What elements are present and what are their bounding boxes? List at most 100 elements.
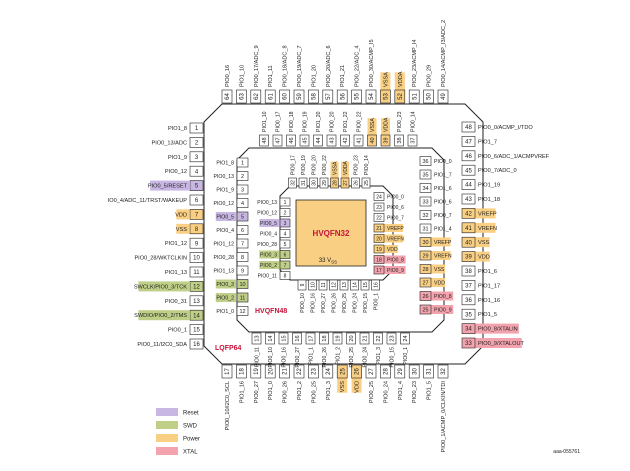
pin-label: PIO1_17 <box>478 283 500 289</box>
mid-pin-8: 8 PIO0_28 <box>214 252 249 262</box>
pin-number: 30 <box>422 240 428 246</box>
pin-box <box>461 251 476 262</box>
inner-pin-29: 29 PIO0_22 <box>319 155 329 189</box>
pin-number: 19 <box>376 247 382 253</box>
pin-box <box>279 229 291 238</box>
pin-box <box>373 265 385 275</box>
pin-box <box>326 134 337 147</box>
pin-highlight <box>367 118 377 135</box>
pin-label: PIO0_4 <box>216 228 234 234</box>
pin-box <box>189 295 204 307</box>
pin-label: PIO0_25 <box>342 293 348 313</box>
pin-box <box>380 89 391 104</box>
pin-box <box>461 265 476 277</box>
pin-number: 18 <box>322 335 328 341</box>
pin-box <box>373 192 385 201</box>
pin-number: 19 <box>254 368 260 375</box>
pin-number: 23 <box>376 205 382 211</box>
pin-highlight <box>138 310 189 321</box>
outer-pin-50: 50 PIO0_29 <box>423 65 434 104</box>
pin-number: 3 <box>195 155 199 161</box>
pin-label: PIO0_23/ACMP_I4 <box>412 39 418 87</box>
pin-box <box>319 177 329 189</box>
pin-label: PIO0_7 <box>387 215 404 221</box>
pin-label: PIO0_28 <box>214 255 235 261</box>
pin-number: 26 <box>353 180 359 186</box>
pin-label: PIO0_1 <box>403 347 409 365</box>
pin-number: 8 <box>241 255 244 261</box>
pin-box <box>407 134 418 147</box>
pin-number: 9 <box>195 241 199 247</box>
pin-box <box>461 179 476 190</box>
pin-label: PIO0_17 <box>290 155 296 175</box>
pin-label: PIO0_7/ADC_0 <box>478 168 517 174</box>
legend-item-xtal: XTAL <box>156 447 198 456</box>
pin-number: 6 <box>284 252 287 258</box>
pin-label: PIO1_5 <box>478 312 497 318</box>
pin-label: PIO1_3 <box>326 381 332 400</box>
pin-number: 29 <box>398 368 404 375</box>
pin-box <box>419 183 432 193</box>
pin-number: 22 <box>376 335 382 341</box>
pin-number: 50 <box>427 93 433 100</box>
pin-number: 7 <box>241 241 244 247</box>
pin-number: 3 <box>241 187 244 193</box>
pin-box <box>461 208 476 219</box>
pin-label: PIO0_10 <box>300 293 306 313</box>
pin-number: 2 <box>241 174 244 180</box>
pin-number: 29 <box>322 180 328 186</box>
pin-number: 8 <box>284 273 287 279</box>
pin-box <box>437 89 449 104</box>
pin-label: VSS <box>478 240 489 246</box>
pin-box <box>400 332 410 345</box>
pin-box <box>236 184 249 195</box>
lqfp64-label: LQFP64 <box>215 345 242 352</box>
pin-box <box>461 222 476 234</box>
pin-highlight <box>384 266 406 274</box>
pin-box <box>394 364 406 379</box>
pin-box <box>279 260 291 270</box>
pin-box <box>461 337 476 349</box>
pin-number: 46 <box>289 137 295 143</box>
pin-box <box>189 223 204 235</box>
pin-label: VREFP <box>478 211 497 217</box>
pin-label: PIO1_8 <box>168 126 187 132</box>
pin-label: VDDA <box>383 117 389 132</box>
pin-box <box>419 210 432 220</box>
pin-label: PIO0_29 <box>427 65 433 87</box>
pin-box <box>313 134 323 147</box>
pin-number: 13 <box>342 282 348 288</box>
pin-number: 27 <box>422 280 428 286</box>
pin-number: 57 <box>326 93 332 100</box>
pin-highlight <box>330 161 339 178</box>
legend-label: SWD <box>183 424 198 430</box>
pin-label: PIO0_22 <box>322 155 328 175</box>
pin-label: PIO0_25 <box>311 381 317 403</box>
pin-number: 56 <box>340 93 346 100</box>
pin-number: 36 <box>465 298 472 304</box>
pin-box <box>236 198 249 208</box>
pin-label: PIO0_27 <box>254 381 260 403</box>
pin-label: PIO1_16 <box>478 298 500 304</box>
pin-label: VSS <box>176 227 187 233</box>
pin-box <box>292 332 302 345</box>
pin-box <box>373 332 383 345</box>
pin-number: 35 <box>465 312 472 318</box>
pin-box <box>461 164 476 176</box>
pin-box <box>189 324 204 335</box>
pin-label: VDD <box>387 247 398 253</box>
